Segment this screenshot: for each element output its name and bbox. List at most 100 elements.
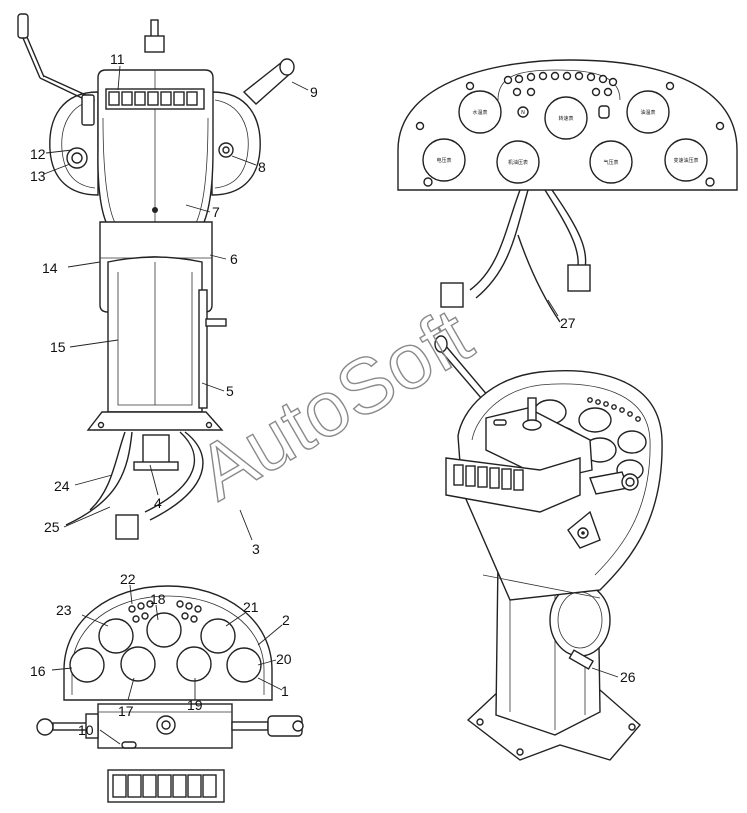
indicator-lamp-icon (526, 87, 536, 97)
indicator-lamp-icon (574, 71, 584, 81)
indicator-lamps (503, 71, 618, 97)
switch-button-icon (465, 465, 476, 487)
indicator-lamp-icon (181, 612, 189, 620)
indicator-lamp-icon (514, 74, 524, 84)
watermark: AutoSoft (183, 291, 486, 517)
switch-button-icon (187, 774, 202, 798)
tv-gauge-21 (200, 618, 236, 654)
callout-20: 20 (276, 651, 292, 667)
iso-side-bolt (568, 649, 594, 670)
neutral-letter: N (521, 110, 525, 116)
gear-shift-lever-icon (17, 13, 95, 126)
callout-19: 19 (187, 697, 203, 713)
top-stub-base (144, 35, 165, 53)
lever-rod-right (231, 721, 269, 731)
callout-16: 16 (30, 663, 46, 679)
callout-12: 12 (30, 146, 46, 162)
neutral-indicator (517, 106, 529, 118)
callout-6: 6 (230, 251, 238, 267)
tv-gauge-19 (176, 646, 212, 682)
indicator-lamp-icon (619, 407, 625, 413)
right-lobe (211, 91, 261, 196)
switch-button-icon (112, 774, 127, 798)
base-connector (142, 434, 170, 466)
tv-gauge-20 (226, 647, 262, 683)
gauge-label: 油温表 (640, 109, 655, 116)
indicator-lamp-icon (176, 600, 184, 608)
switch-button-icon (157, 774, 172, 798)
callout-3: 3 (252, 541, 260, 557)
gauge-label: 水温表 (472, 109, 487, 116)
indicator-lamp-icon (608, 77, 618, 87)
switch-button-icon (501, 468, 512, 490)
indicator-lamp-icon (526, 72, 536, 82)
top-view-console (36, 585, 304, 803)
gauge-label: 电压表 (436, 157, 451, 164)
indicator-lamp-icon (595, 399, 601, 405)
gauge-oil-pressure: 机油压表 (496, 140, 540, 184)
indicator-lamp-icon (132, 615, 140, 623)
switch-button-icon (173, 91, 185, 106)
switch-button-icon (121, 91, 133, 106)
cable-24 (89, 431, 126, 511)
callout-21: 21 (243, 599, 259, 615)
iso-lever-knob (434, 335, 448, 353)
plug-left (440, 282, 464, 308)
callout-9: 9 (310, 84, 318, 100)
switch-button-icon (489, 467, 500, 489)
base-plate (86, 411, 224, 431)
cable-25 (65, 431, 133, 526)
callout-14: 14 (42, 260, 58, 276)
switch-button-icon (202, 774, 217, 798)
top-view-lamps (128, 600, 202, 623)
cable-3 (149, 431, 204, 521)
callout-11: 11 (110, 51, 125, 67)
iso-gauge (578, 407, 612, 433)
gauge-air-pressure: 气压表 (589, 140, 633, 184)
indicator-lamp-icon (591, 87, 601, 97)
gauge-oil-temp: 油温表 (626, 90, 670, 134)
tv-gauge-18 (146, 612, 182, 648)
switch-button-icon (453, 464, 464, 486)
key-slot-10 (121, 741, 137, 749)
callout-8: 8 (258, 159, 266, 175)
callout-17: 17 (118, 703, 134, 719)
indicator-lamp-icon (128, 605, 136, 613)
callout-24: 24 (54, 478, 70, 494)
leader-lines (43, 65, 619, 745)
callout-5: 5 (226, 383, 234, 399)
tv-switch-buttons (112, 774, 217, 798)
indicator-lamp-icon (538, 71, 548, 81)
callout-1: 1 (281, 683, 289, 699)
switch-button-icon (108, 91, 120, 106)
iso-switch-buttons (453, 464, 524, 491)
indicator-lamp-icon (137, 602, 145, 610)
indicator-lamp-icon (550, 71, 560, 81)
callout-25: 25 (44, 519, 60, 535)
callout-23: 23 (56, 602, 72, 618)
key-slot (598, 105, 610, 119)
indicator-lamp-icon (562, 71, 572, 81)
joystick-knob-icon (242, 58, 295, 105)
indicator-lamp-icon (587, 397, 593, 403)
tv-gauge-16 (69, 647, 105, 683)
side-bolt (205, 318, 227, 327)
callout-labels: 11 9 12 13 8 7 14 6 15 5 4 24 25 3 27 22… (30, 51, 636, 738)
gauge-transmission-pressure: 变速油压表 (664, 138, 708, 182)
switch-button-icon (160, 91, 172, 106)
switch-button-icon (172, 774, 187, 798)
indicator-lamp-icon (598, 74, 608, 84)
top-stub (150, 19, 159, 39)
dashboard-panel: N 水温表 转速表 油温表 电压表 机油压表 气压表 变速油压表 (397, 59, 738, 323)
indicator-lamp-icon (627, 411, 633, 417)
indicator-lamp-icon (512, 87, 522, 97)
plug-3 (115, 514, 139, 540)
isometric-console (434, 335, 663, 761)
callout-2: 2 (282, 612, 290, 628)
indicator-lamp-icon (141, 612, 149, 620)
iso-gauge (617, 430, 647, 454)
center-screw (152, 207, 158, 213)
switch-button-icon (142, 774, 157, 798)
callout-10: 10 (78, 722, 94, 738)
